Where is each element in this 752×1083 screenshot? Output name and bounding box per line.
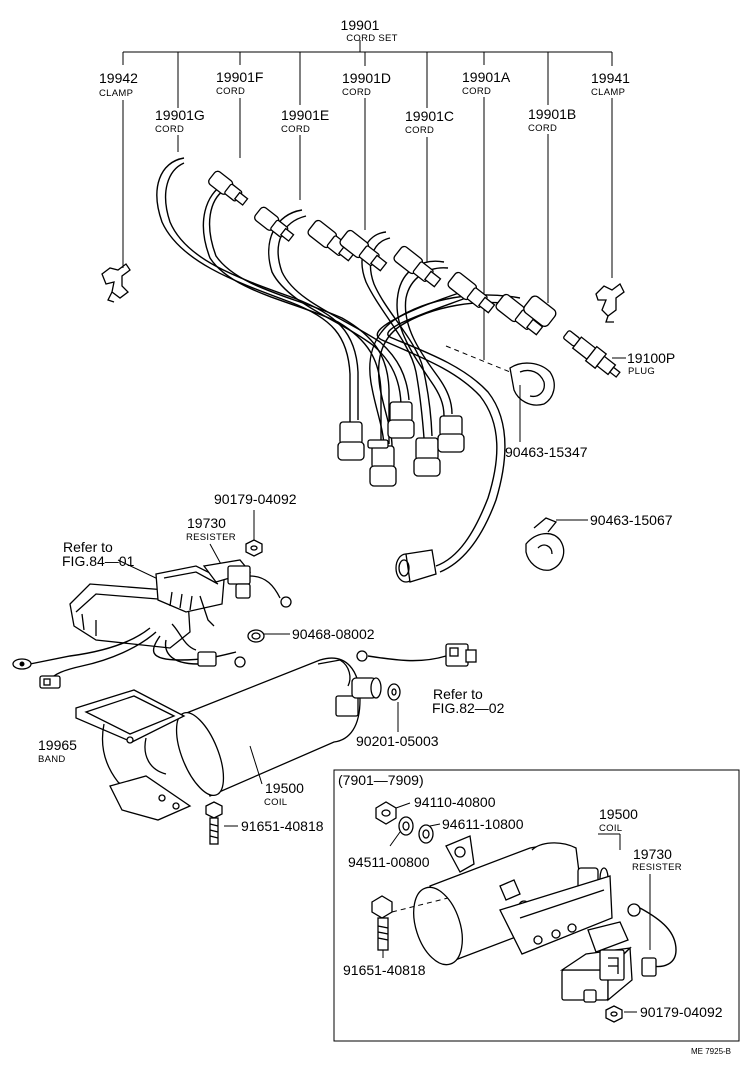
cord-a-name: CORD: [462, 86, 491, 97]
clamp-90463-15347-drawing: [509, 362, 555, 442]
inset-bolt-40818-number: 91651-40818: [343, 962, 426, 978]
cord-c-name: CORD: [405, 125, 434, 136]
refer-84-leader: [117, 559, 161, 581]
resister-leader: [209, 543, 223, 567]
band-name: BAND: [38, 754, 66, 765]
cord-d-number: 19901D: [342, 70, 391, 86]
clamp-19941-drawing: [595, 283, 625, 323]
inset-resister-name: RESISTER: [632, 862, 682, 873]
cord-set-label: 19901 CORD SET: [341, 17, 398, 44]
inset-resister-number: 19730: [633, 846, 672, 862]
cord-set-part-number: 19901: [341, 17, 380, 33]
inset-coil-drawing: [413, 835, 613, 966]
cord-c-number: 19901C: [405, 108, 454, 124]
inset-coil-number: 19500: [599, 806, 638, 822]
clip-08002-number: 90468-08002: [292, 626, 375, 642]
cord-a-number: 19901A: [462, 69, 511, 85]
resister-name: RESISTER: [186, 532, 236, 543]
resister-number: 19730: [187, 515, 226, 531]
footer-code: ME 7925-B: [691, 1047, 731, 1056]
cord-g-number: 19901G: [155, 107, 205, 123]
inset-bolt-drawing: [371, 895, 449, 958]
spark-plug-cords: [156, 157, 521, 573]
spark-plug-drawing: [563, 330, 621, 378]
cord-b-number: 19901B: [528, 106, 576, 122]
nut-04092-number: 90179-04092: [214, 491, 297, 507]
dashed-guide-1: [445, 345, 511, 373]
clamp-15067-number: 90463-15067: [590, 512, 673, 528]
coil-19500-drawing: [175, 657, 382, 797]
cord-set-leader-lines: [122, 40, 613, 360]
coil-side-boot: [395, 549, 437, 583]
cord-b-name: CORD: [528, 123, 557, 134]
inset-washer-10800-number: 94611-10800: [442, 816, 524, 832]
inset-resister-drawing: [559, 903, 677, 1003]
clamp-90463-15067-drawing: [525, 517, 565, 571]
cord-f-number: 19901F: [216, 69, 263, 85]
refer-82-line2: FIG.82—02: [432, 700, 505, 716]
inset-washer-00800-number: 94511-00800: [348, 854, 430, 870]
inset-frame: [333, 769, 740, 1042]
clip-08002-drawing: [247, 629, 265, 643]
cord-g-name: CORD: [155, 124, 184, 135]
inset-nut-04092-number: 90179-04092: [640, 1004, 723, 1020]
inset-coil-name: COIL: [599, 823, 622, 834]
refer-84-line2: FIG.84—01: [62, 553, 135, 569]
clamp-19941-name: CLAMP: [591, 87, 625, 98]
cord-set-name: CORD SET: [346, 33, 398, 44]
coil-name: COIL: [264, 797, 287, 808]
bolt-40818-drawing: [205, 801, 238, 845]
cord-e-number: 19901E: [281, 107, 329, 123]
cord-d-name: CORD: [342, 87, 371, 98]
clamp-19942-name: CLAMP: [99, 88, 133, 99]
band-number: 19965: [38, 737, 77, 753]
igniter-wires: [12, 627, 246, 689]
clamp-19942-number: 19942: [99, 70, 138, 86]
distributor-side-boots: [337, 401, 465, 487]
washer-05003-number: 90201-05003: [356, 733, 439, 749]
inset-nut-04092-drawing: [605, 1005, 637, 1023]
washer-05003-drawing: [387, 683, 401, 732]
plug-part-number: 19100P: [627, 350, 675, 366]
clamp-19941-number: 19941: [591, 70, 630, 86]
inset-range: (7901—7909): [338, 772, 424, 788]
cord-e-name: CORD: [281, 124, 310, 135]
inset-nut-40800-number: 94110-40800: [414, 794, 496, 810]
igniter-drawing: [69, 559, 292, 651]
inset-fasteners: [375, 801, 441, 847]
plug-side-boots: [208, 170, 557, 336]
plug-name: PLUG: [628, 366, 655, 377]
refer-82-line1: Refer to: [433, 686, 483, 702]
bolt-40818-number: 91651-40818: [241, 818, 324, 834]
coil-lead-wire: [356, 643, 477, 667]
clamp-19942-drawing: [101, 263, 131, 303]
clamp-15347-number: 90463-15347: [505, 444, 588, 460]
coil-number: 19500: [265, 780, 304, 796]
cord-f-name: CORD: [216, 86, 245, 97]
refer-84-line1: Refer to: [63, 539, 113, 555]
nut-04092-drawing: [245, 539, 263, 557]
band-19965-drawing: [75, 689, 192, 821]
